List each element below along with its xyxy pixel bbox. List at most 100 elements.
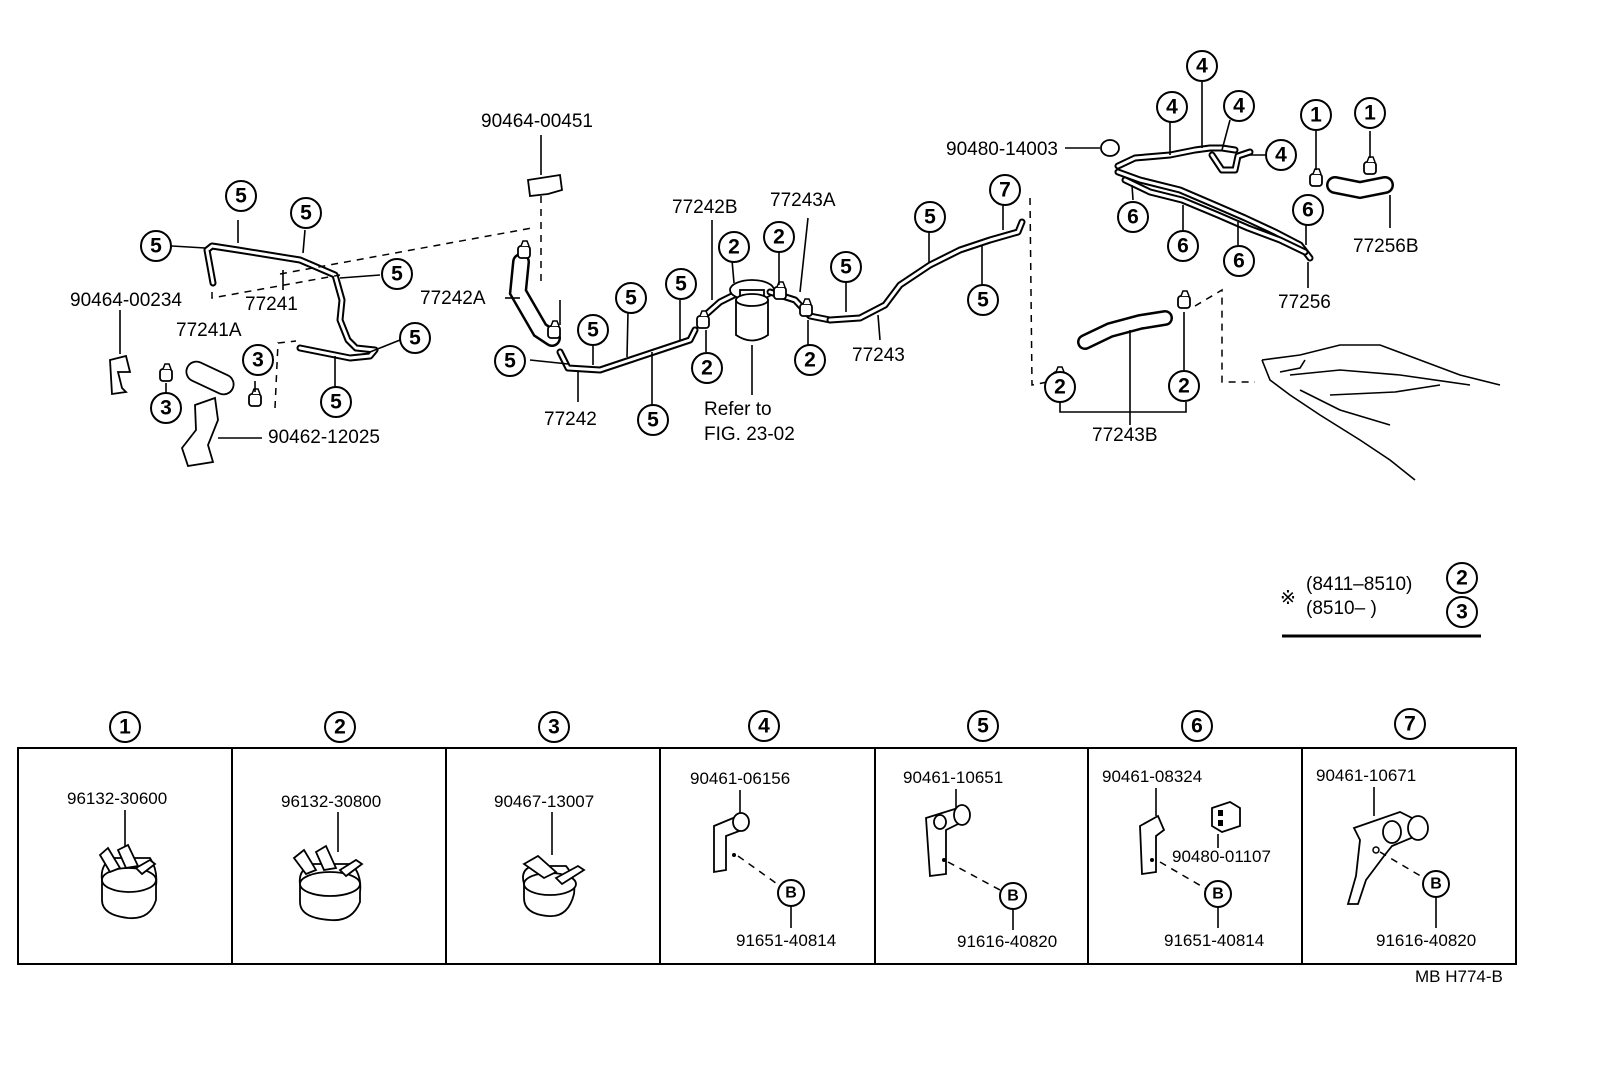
label-77256B: 77256B (1353, 236, 1419, 257)
label-77256: 77256 (1278, 292, 1331, 313)
svg-text:7: 7 (1404, 713, 1416, 736)
svg-text:B: B (1007, 888, 1019, 905)
svg-text:1: 1 (1364, 102, 1376, 125)
svg-text:4: 4 (1233, 95, 1245, 118)
svg-text:1: 1 (1310, 104, 1322, 127)
svg-text:2: 2 (701, 357, 713, 380)
table-header-5: 5 (967, 710, 999, 742)
svg-text:5: 5 (587, 319, 599, 342)
label-77242A: 77242A (420, 288, 486, 309)
label-77243A: 77243A (770, 190, 836, 211)
table-header-2: 2 (324, 711, 356, 743)
table-cell-4: 90461-06156 B 91651-40814 (690, 769, 836, 950)
svg-text:6: 6 (1191, 715, 1203, 738)
svg-text:91651-40814: 91651-40814 (1164, 931, 1264, 950)
footer-code: MB H774-B (1415, 967, 1503, 986)
svg-text:3: 3 (1456, 601, 1468, 624)
label-90464-00451: 90464-00451 (481, 111, 593, 132)
table-cell-3: 90467-13007 (494, 792, 594, 917)
callout-5: 5 (225, 180, 257, 212)
part-labels: 90464-00451 90464-00234 77241 77241A 904… (70, 111, 1419, 448)
svg-text:5: 5 (391, 263, 403, 286)
callout-2: 2 (763, 221, 795, 253)
pipe-77242-group (505, 135, 1059, 405)
svg-text:90461-10671: 90461-10671 (1316, 766, 1416, 785)
callout-5: 5 (320, 386, 352, 418)
pipe-77241-group (171, 220, 533, 390)
callout-2: 2 (1044, 371, 1076, 403)
table-cell-2: 96132-30800 (281, 792, 381, 922)
label-refer-to: Refer to (704, 399, 772, 420)
svg-text:90480-01107: 90480-01107 (1172, 847, 1271, 866)
svg-text:90461-06156: 90461-06156 (690, 769, 790, 788)
svg-text:B: B (1212, 886, 1224, 903)
table-header-3: 3 (538, 711, 570, 743)
svg-text:5: 5 (409, 327, 421, 350)
callout-6: 6 (1117, 201, 1149, 233)
callout-1: 1 (1354, 97, 1386, 129)
callout-4: 4 (1186, 50, 1218, 82)
callout-1: 1 (1300, 99, 1332, 131)
svg-text:2: 2 (773, 226, 785, 249)
svg-text:96132-30600: 96132-30600 (67, 789, 167, 808)
clamp-table: 1 2 3 4 5 6 7 96132-30600 96132-30800 (17, 708, 1517, 965)
svg-text:6: 6 (1233, 250, 1245, 273)
svg-text:2: 2 (1456, 567, 1468, 590)
svg-text:6: 6 (1302, 199, 1314, 222)
label-77243: 77243 (852, 345, 905, 366)
svg-text:90461-10651: 90461-10651 (903, 768, 1003, 787)
svg-text:5: 5 (300, 202, 312, 225)
svg-text:6: 6 (1127, 206, 1139, 229)
callout-5: 5 (140, 230, 172, 262)
callout-5: 5 (967, 284, 999, 316)
callout-6: 6 (1292, 194, 1324, 226)
svg-text:4: 4 (1196, 55, 1208, 78)
svg-text:5: 5 (924, 206, 936, 229)
callout-4: 4 (1223, 90, 1255, 122)
table-header-6: 6 (1181, 710, 1213, 742)
callout-5: 5 (399, 322, 431, 354)
note-mark: ※ (1280, 588, 1296, 609)
svg-text:91651-40814: 91651-40814 (736, 931, 836, 950)
bracket-90462-12025 (180, 396, 262, 468)
callout-7: 7 (989, 174, 1021, 206)
svg-text:5: 5 (647, 409, 659, 432)
table-cell-6: 90461-08324 90480-01107 B 91651-40814 (1102, 767, 1271, 950)
svg-text:4: 4 (758, 715, 770, 738)
callout-2: 2 (1446, 562, 1478, 594)
callout-4: 4 (1265, 139, 1297, 171)
label-77242B: 77242B (672, 197, 738, 218)
callout-2: 2 (718, 231, 750, 263)
callout-5: 5 (637, 404, 669, 436)
svg-text:3: 3 (252, 349, 264, 372)
svg-text:4: 4 (1166, 96, 1178, 119)
svg-text:91616-40820: 91616-40820 (1376, 931, 1476, 950)
note-line-1: (8411–8510) (1306, 574, 1412, 595)
callout-5: 5 (494, 345, 526, 377)
svg-text:90467-13007: 90467-13007 (494, 792, 594, 811)
callout-2: 2 (1168, 370, 1200, 402)
label-77241: 77241 (245, 294, 298, 315)
variant-note: ※ (8411–8510) (8510– ) 2 3 (1280, 562, 1481, 638)
svg-text:3: 3 (160, 397, 172, 420)
table-header-4: 4 (748, 710, 780, 742)
svg-text:5: 5 (977, 289, 989, 312)
note-line-2: (8510– ) (1306, 598, 1377, 619)
svg-text:3: 3 (548, 716, 560, 739)
callout-6: 6 (1167, 230, 1199, 262)
callout-4: 4 (1156, 91, 1188, 123)
svg-text:2: 2 (1054, 376, 1066, 399)
svg-text:5: 5 (504, 350, 516, 373)
table-cell-5: 90461-10651 B 91616-40820 (903, 768, 1057, 951)
label-90462-12025: 90462-12025 (268, 427, 380, 448)
callout-6: 6 (1223, 245, 1255, 277)
table-header-7: 7 (1394, 708, 1426, 740)
svg-text:7: 7 (999, 179, 1011, 202)
callout-3: 3 (150, 392, 182, 424)
callout-2: 2 (691, 352, 723, 384)
label-77241A: 77241A (176, 320, 242, 341)
svg-text:2: 2 (728, 236, 740, 259)
svg-text:2: 2 (804, 349, 816, 372)
svg-text:5: 5 (150, 235, 162, 258)
